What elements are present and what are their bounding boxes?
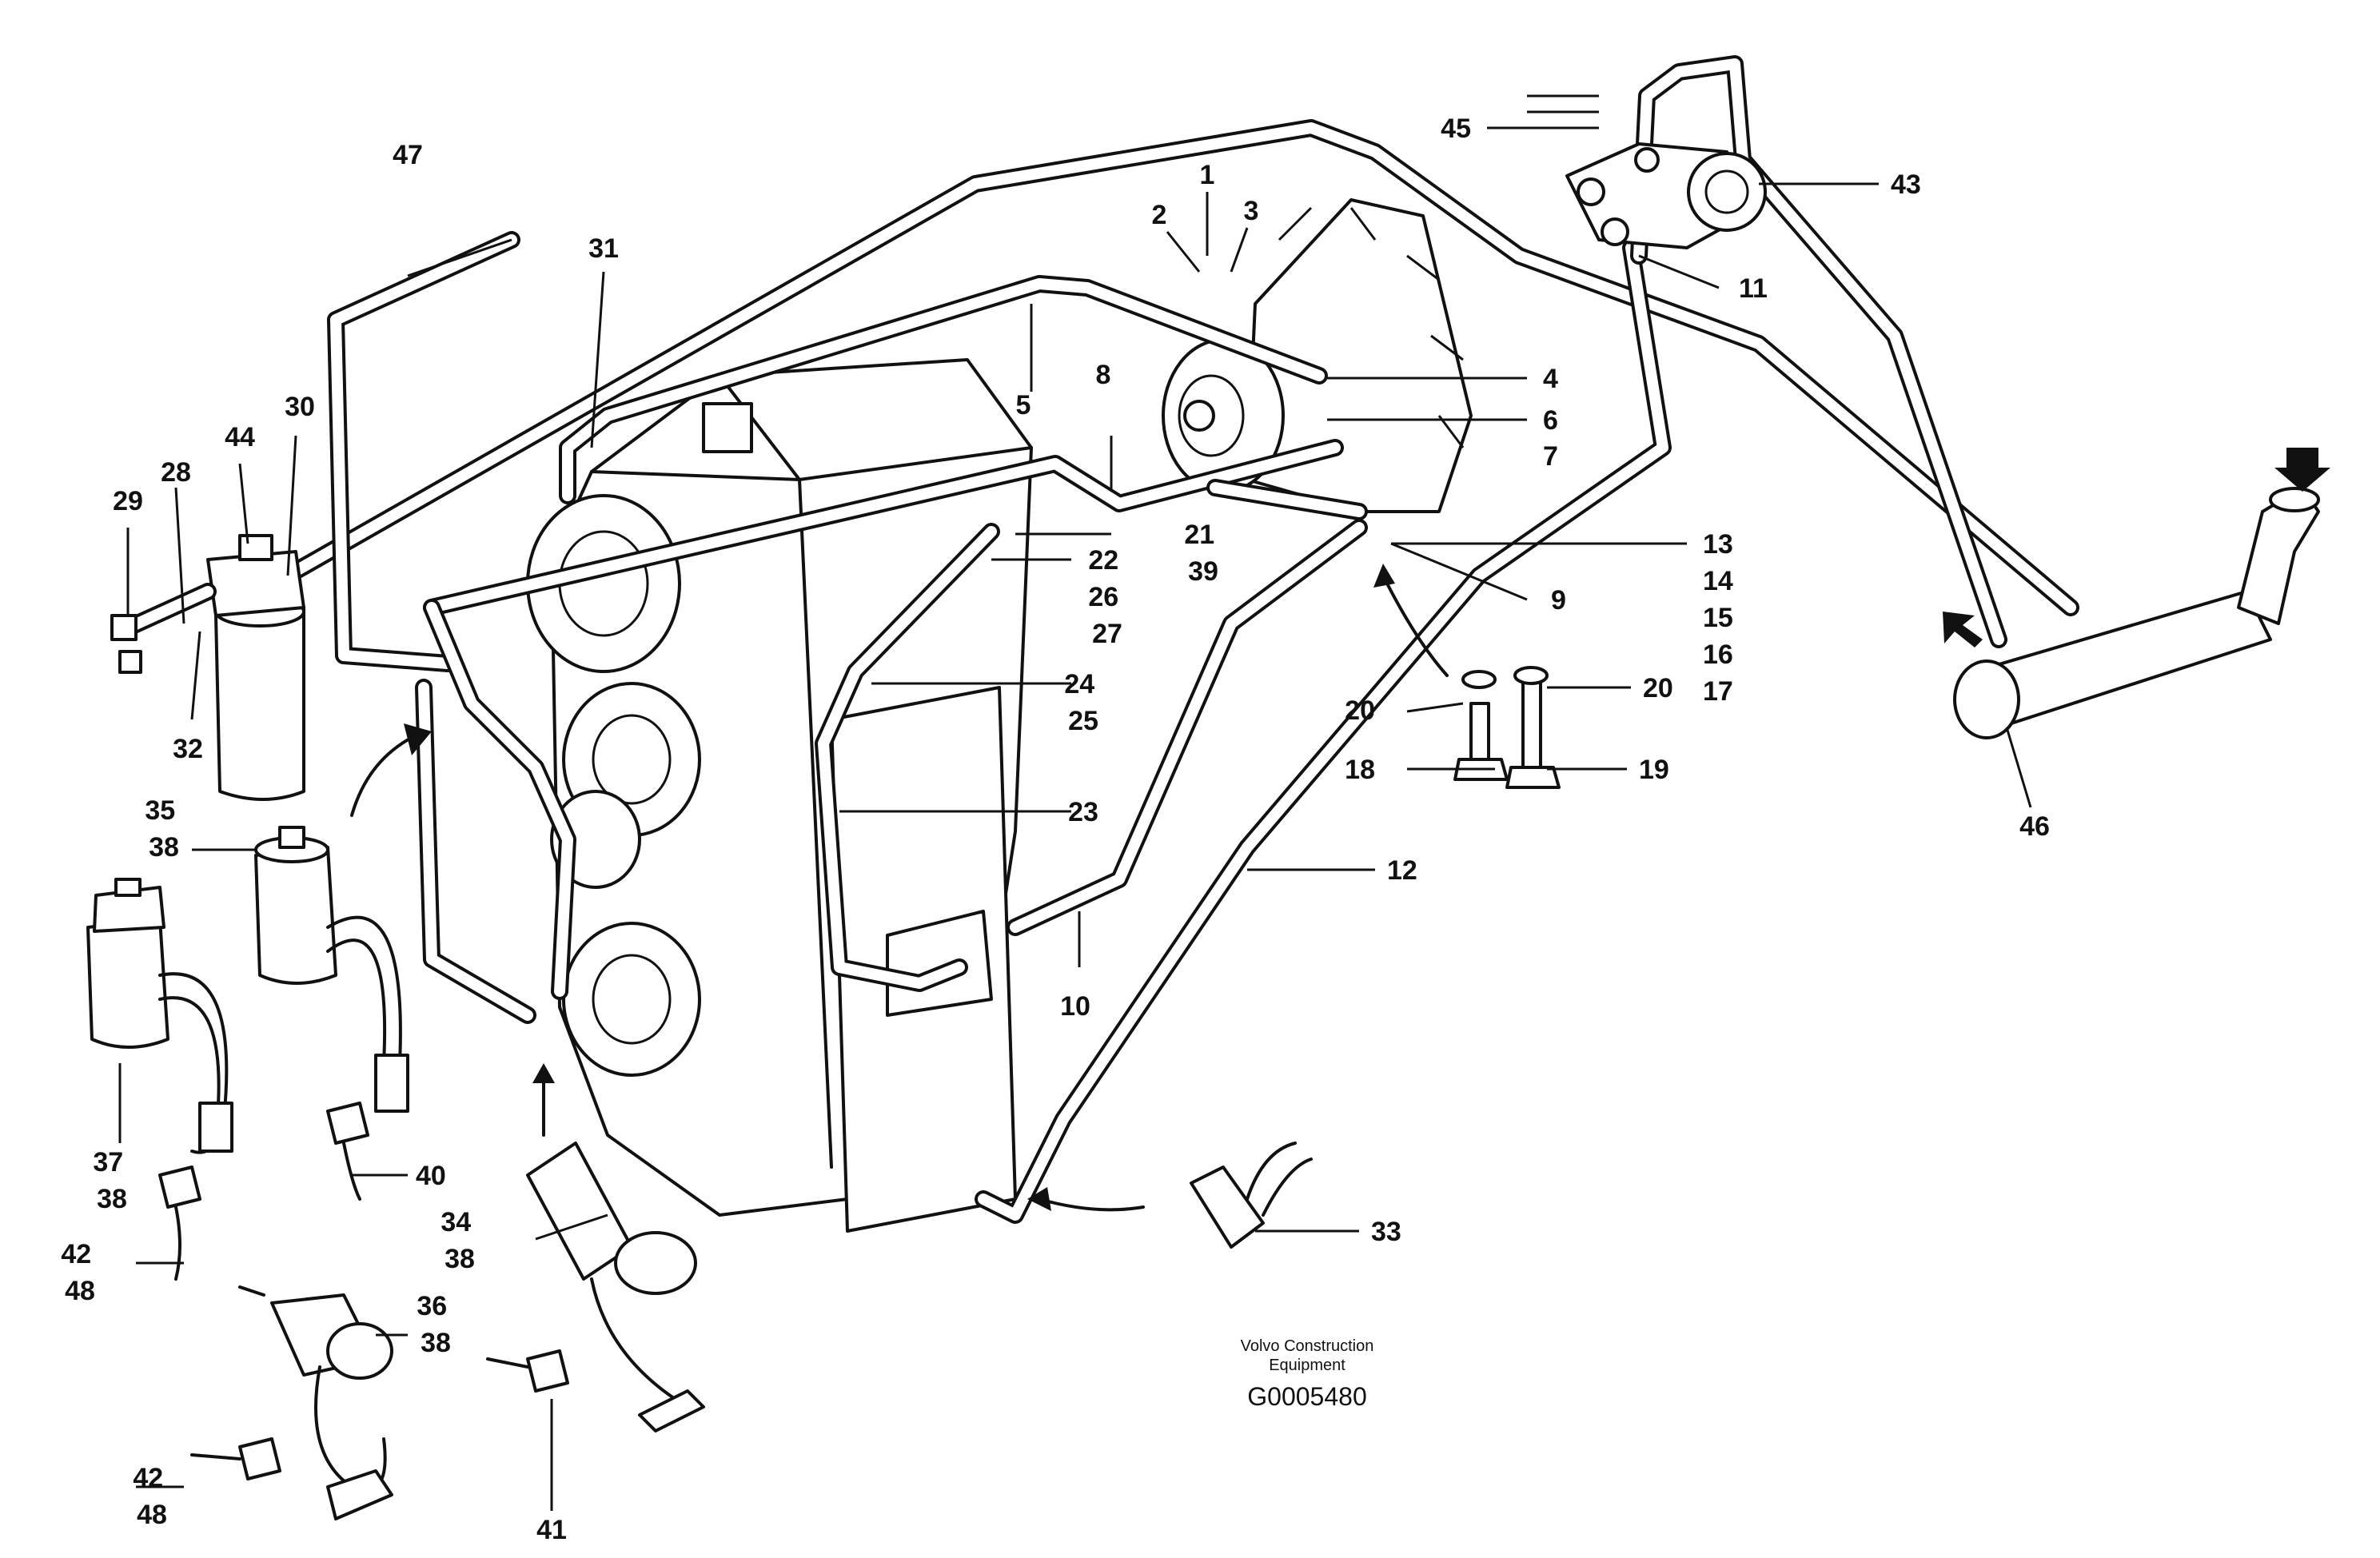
callout-5: 5 [1016, 390, 1031, 420]
callout-21-39: 21 39 [1184, 520, 1222, 587]
callout-7: 7 [1543, 441, 1558, 472]
callouts: 1 2 3 4 5 6 7 8 9 10 11 12 13 14 15 16 1… [61, 114, 2050, 1545]
callout-46: 46 [2019, 811, 2050, 842]
pipe-8 [423, 439, 1344, 616]
leader-lines [118, 126, 2032, 1511]
callout-10: 10 [1060, 991, 1090, 1022]
callout-43: 43 [1891, 169, 1921, 200]
caption-equipment: Equipment [1269, 1357, 1345, 1374]
valve-block-43 [1565, 142, 1767, 249]
pipe-5 [559, 275, 1328, 504]
figure-id: G0005480 [1247, 1382, 1366, 1411]
callout-41: 41 [536, 1515, 567, 1545]
callout-19: 19 [1639, 755, 1669, 785]
callout-44: 44 [225, 422, 255, 452]
callout-37-38: 37 38 [93, 1147, 130, 1214]
pipe-24 [815, 523, 1000, 992]
callout-42-48-top: 42 48 [61, 1239, 98, 1306]
callout-35-38: 35 38 [145, 795, 182, 863]
caption-manufacturer: Volvo Construction [1241, 1337, 1374, 1355]
gear-housings [526, 494, 701, 1077]
callout-12: 12 [1387, 855, 1417, 886]
callout-1: 1 [1200, 160, 1215, 190]
pipe-7 [1206, 479, 1368, 520]
sensor-33 [1190, 1142, 1313, 1249]
figure-caption: Volvo Construction Equipment G0005480 [1241, 1337, 1374, 1411]
callout-9: 9 [1551, 585, 1566, 616]
callout-3: 3 [1244, 196, 1259, 226]
callout-18: 18 [1345, 755, 1375, 785]
callout-6: 6 [1543, 405, 1558, 436]
callout-20a: 20 [1345, 695, 1375, 726]
pipe-12 [975, 239, 1672, 1224]
callout-2: 2 [1152, 200, 1167, 230]
assembly-arrows [350, 448, 2330, 1212]
callout-11: 11 [1739, 273, 1768, 304]
oil-cooler-pipe-46 [1953, 486, 2320, 739]
callout-22-26-27: 22 26 27 [1088, 545, 1126, 649]
callout-47: 47 [393, 140, 423, 170]
pipe-left-manifold [423, 599, 576, 1000]
callout-20b: 20 [1643, 673, 1673, 703]
pipe-drain [415, 679, 536, 1024]
callout-13-17: 13 14 15 16 17 [1703, 529, 1740, 707]
connectors [158, 1102, 569, 1480]
torque-converter [1162, 198, 1473, 513]
pressure-sensor-37 [86, 878, 233, 1154]
callout-31: 31 [588, 233, 619, 264]
callout-23: 23 [1068, 797, 1098, 827]
temperature-sensor-34 [526, 1142, 705, 1432]
callout-30: 30 [285, 392, 315, 422]
callout-45: 45 [1441, 114, 1471, 144]
pipe-10 [1007, 519, 1368, 936]
pipe-31 [279, 119, 2079, 616]
pipe-45 [1527, 94, 1599, 114]
callout-36-38: 36 38 [417, 1291, 454, 1358]
callout-33: 33 [1371, 1217, 1401, 1247]
callout-40: 40 [416, 1161, 446, 1191]
callout-24-25: 24 25 [1064, 669, 1102, 736]
sensor-36 [238, 1285, 393, 1520]
callout-34-38: 34 38 [441, 1207, 478, 1274]
washer-20b [1513, 666, 1549, 685]
filter-44 [110, 534, 305, 801]
callout-28: 28 [161, 457, 191, 488]
pipe-11 [1630, 55, 2007, 648]
pressure-sensor-35 [254, 826, 409, 1113]
callout-42-48-bottom: 42 48 [133, 1463, 170, 1530]
callout-4: 4 [1543, 364, 1558, 394]
callout-8: 8 [1096, 360, 1111, 390]
callout-32: 32 [173, 734, 203, 764]
callout-29: 29 [113, 486, 143, 516]
pipe-47 [327, 231, 520, 672]
bolt-19 [1505, 678, 1561, 789]
washer-20a [1461, 670, 1497, 689]
